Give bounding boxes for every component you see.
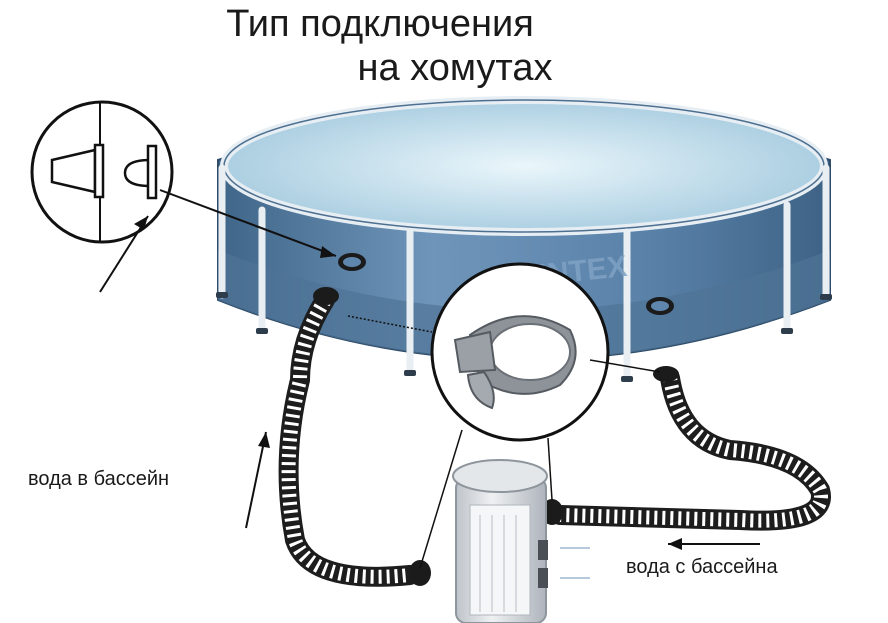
water-out-label: вода с бассейна	[626, 556, 778, 578]
water-in-label: вода в бассейн	[28, 468, 170, 490]
flow-arrow-in-icon	[245, 431, 270, 529]
clamp-detail-callout	[347, 262, 661, 569]
title-line-1: Тип подключения	[226, 3, 534, 45]
wall-fitting-icon	[338, 253, 674, 315]
fitting-detail-callout	[30, 100, 337, 293]
filter-pump	[452, 459, 590, 623]
outlet-hose	[550, 368, 831, 531]
flow-arrow-out-icon	[668, 538, 760, 550]
title-line-2: на хомутах	[357, 47, 553, 89]
pool: INTEX	[216, 96, 832, 382]
inlet-hose	[278, 290, 420, 587]
